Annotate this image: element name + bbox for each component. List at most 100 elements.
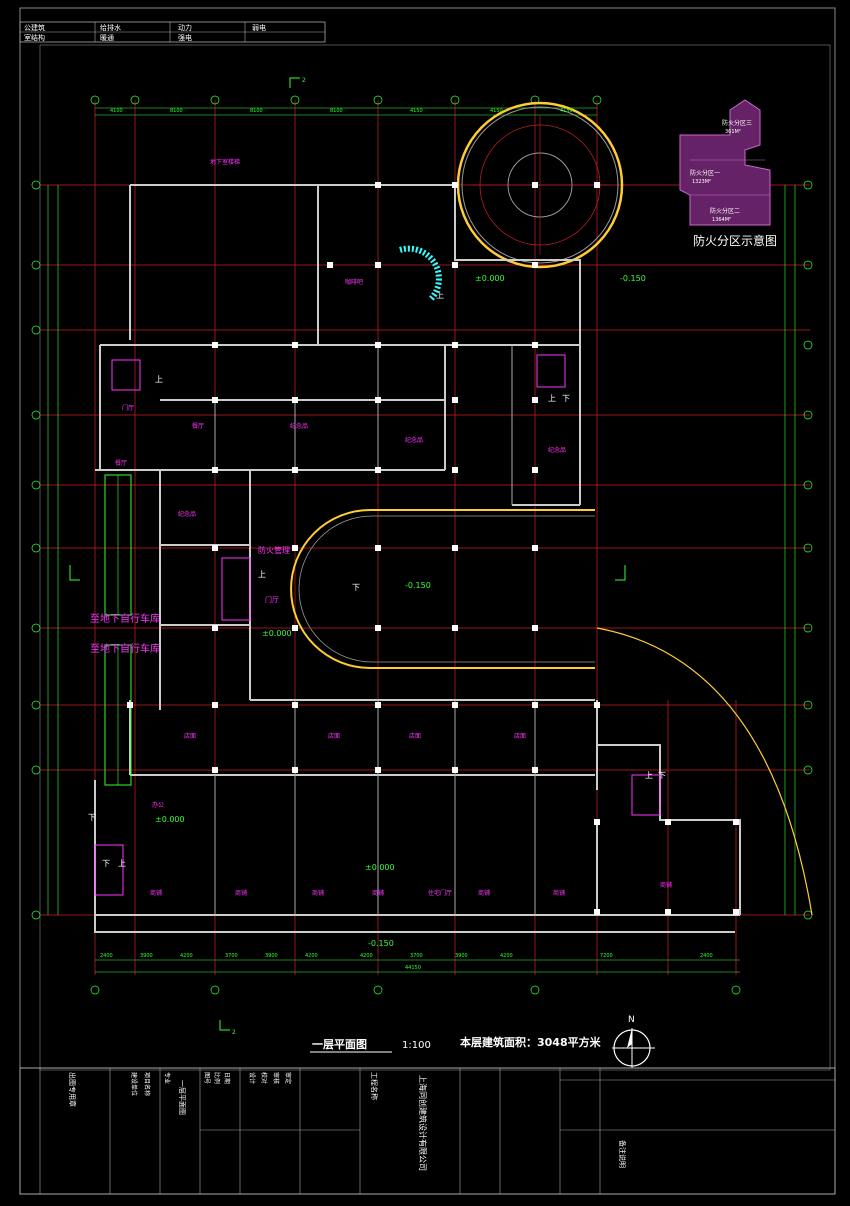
column bbox=[532, 702, 538, 708]
column bbox=[452, 342, 458, 348]
room-label: 商铺 bbox=[372, 889, 384, 897]
level-mark: ±0.000 bbox=[262, 629, 292, 638]
vertical-grid-lines bbox=[94, 100, 737, 975]
dim-text: 8100 bbox=[250, 108, 263, 114]
dim-text: 4200 bbox=[305, 953, 318, 959]
column bbox=[665, 819, 671, 825]
dim-text: 8100 bbox=[170, 108, 183, 114]
column bbox=[532, 182, 538, 188]
tb-label: 项目名称 bbox=[143, 1072, 151, 1096]
section-mark: 2 bbox=[232, 1029, 236, 1036]
column bbox=[375, 767, 381, 773]
drawing-name: 一层平面图 bbox=[178, 1080, 186, 1115]
column bbox=[733, 819, 739, 825]
zone-label: 防火分区三 bbox=[722, 119, 752, 127]
column bbox=[375, 467, 381, 473]
column bbox=[452, 182, 458, 188]
curved-court-inner bbox=[298, 515, 595, 663]
room-label: 门厅 bbox=[265, 595, 279, 604]
tb-label: 审核 bbox=[272, 1072, 280, 1084]
column bbox=[452, 545, 458, 551]
title-block: 上海同创建筑设计有限公司 一层平面图 工程名称 出图专用章 备注说明 建设单位 … bbox=[19, 1067, 836, 1195]
dim-text: 4150 bbox=[560, 108, 573, 114]
room-label: 办公 bbox=[152, 801, 164, 809]
column bbox=[452, 262, 458, 268]
company-name: 上海同创建筑设计有限公司 bbox=[418, 1075, 428, 1171]
dim-text: 3900 bbox=[265, 953, 278, 959]
column bbox=[733, 909, 739, 915]
zone-area: 1364M² bbox=[712, 217, 731, 223]
room-label: 纪念品 bbox=[405, 436, 423, 444]
dim-text: 8100 bbox=[330, 108, 343, 114]
stair-marks: 上 上 上 下 上 下 上 下 下 上 下 bbox=[88, 291, 666, 868]
north-arrow-icon: N bbox=[612, 1015, 655, 1068]
column bbox=[375, 545, 381, 551]
dim-text: 4150 bbox=[490, 108, 503, 114]
column bbox=[292, 397, 298, 403]
drawing-title: 一层平面图 bbox=[312, 1038, 367, 1051]
column bbox=[292, 625, 298, 631]
zone-label: 防火分区二 bbox=[710, 207, 740, 215]
building-walls bbox=[94, 184, 741, 933]
tb-label: 建设单位 bbox=[130, 1072, 138, 1096]
dim-text: 4150 bbox=[410, 108, 423, 114]
stair-down: 下 bbox=[88, 813, 96, 822]
header-table: 公建筑 给排水 动力 弱电 室结构 暖通 强电 bbox=[19, 21, 326, 43]
stair-down: 下 bbox=[562, 394, 570, 403]
column bbox=[532, 625, 538, 631]
column bbox=[452, 397, 458, 403]
room-label: 店面 bbox=[328, 732, 340, 740]
stamp-label: 出图专用章 bbox=[68, 1072, 77, 1107]
header-cell: 室结构 bbox=[24, 33, 45, 42]
header-cell: 动力 bbox=[178, 23, 192, 32]
level-mark: ±0.000 bbox=[475, 274, 505, 283]
drawing-scale: 1:100 bbox=[402, 1040, 431, 1051]
stair-up: 上 bbox=[436, 291, 444, 300]
column bbox=[532, 342, 538, 348]
dim-text: 2400 bbox=[100, 953, 113, 959]
spiral-stair bbox=[399, 245, 442, 303]
stair-up: 上 bbox=[155, 375, 163, 384]
column bbox=[292, 545, 298, 551]
room-label: 住宅门厅 bbox=[428, 889, 452, 897]
dim-text: 4200 bbox=[500, 953, 513, 959]
column bbox=[292, 467, 298, 473]
column bbox=[127, 702, 133, 708]
curved-court-edge bbox=[290, 509, 595, 669]
stair-down: 下 bbox=[352, 583, 360, 592]
tb-label: 审定 bbox=[284, 1072, 292, 1084]
level-marks: ±0.000 -0.150 ±0.000 -0.150 ±0.000 ±0.00… bbox=[155, 274, 646, 948]
dim-text: 2400 bbox=[700, 953, 713, 959]
side-grid-bubbles bbox=[31, 180, 813, 920]
room-label: 餐厅 bbox=[115, 459, 127, 467]
column bbox=[212, 342, 218, 348]
tb-label: 图号 bbox=[203, 1072, 210, 1084]
column bbox=[452, 467, 458, 473]
stair-up: 上 bbox=[118, 859, 126, 868]
bike-ramp-label: 至地下自行车库 bbox=[90, 612, 160, 625]
zone-area: 1323M² bbox=[692, 179, 711, 185]
room-label: 纪念品 bbox=[290, 422, 308, 430]
column bbox=[375, 397, 381, 403]
dim-text: 3900 bbox=[455, 953, 468, 959]
header-cell: 弱电 bbox=[252, 23, 266, 32]
column bbox=[375, 262, 381, 268]
stair-up: 上 bbox=[258, 570, 266, 579]
room-label: 商铺 bbox=[150, 889, 162, 897]
section-mark: 2 bbox=[302, 77, 306, 84]
bottom-dimension-texts: 2400 3900 4200 3700 3900 4200 4200 3700 … bbox=[100, 953, 713, 971]
column bbox=[212, 545, 218, 551]
site-arc bbox=[596, 627, 813, 916]
stairs bbox=[94, 354, 661, 896]
room-label: 餐厅 bbox=[192, 422, 204, 430]
tb-label: 专业 bbox=[163, 1072, 171, 1084]
column bbox=[532, 397, 538, 403]
level-mark: ±0.000 bbox=[365, 863, 395, 872]
room-label: 纪念品 bbox=[178, 510, 196, 518]
dim-text: 4200 bbox=[180, 953, 193, 959]
column bbox=[452, 767, 458, 773]
column bbox=[594, 819, 600, 825]
column bbox=[594, 702, 600, 708]
